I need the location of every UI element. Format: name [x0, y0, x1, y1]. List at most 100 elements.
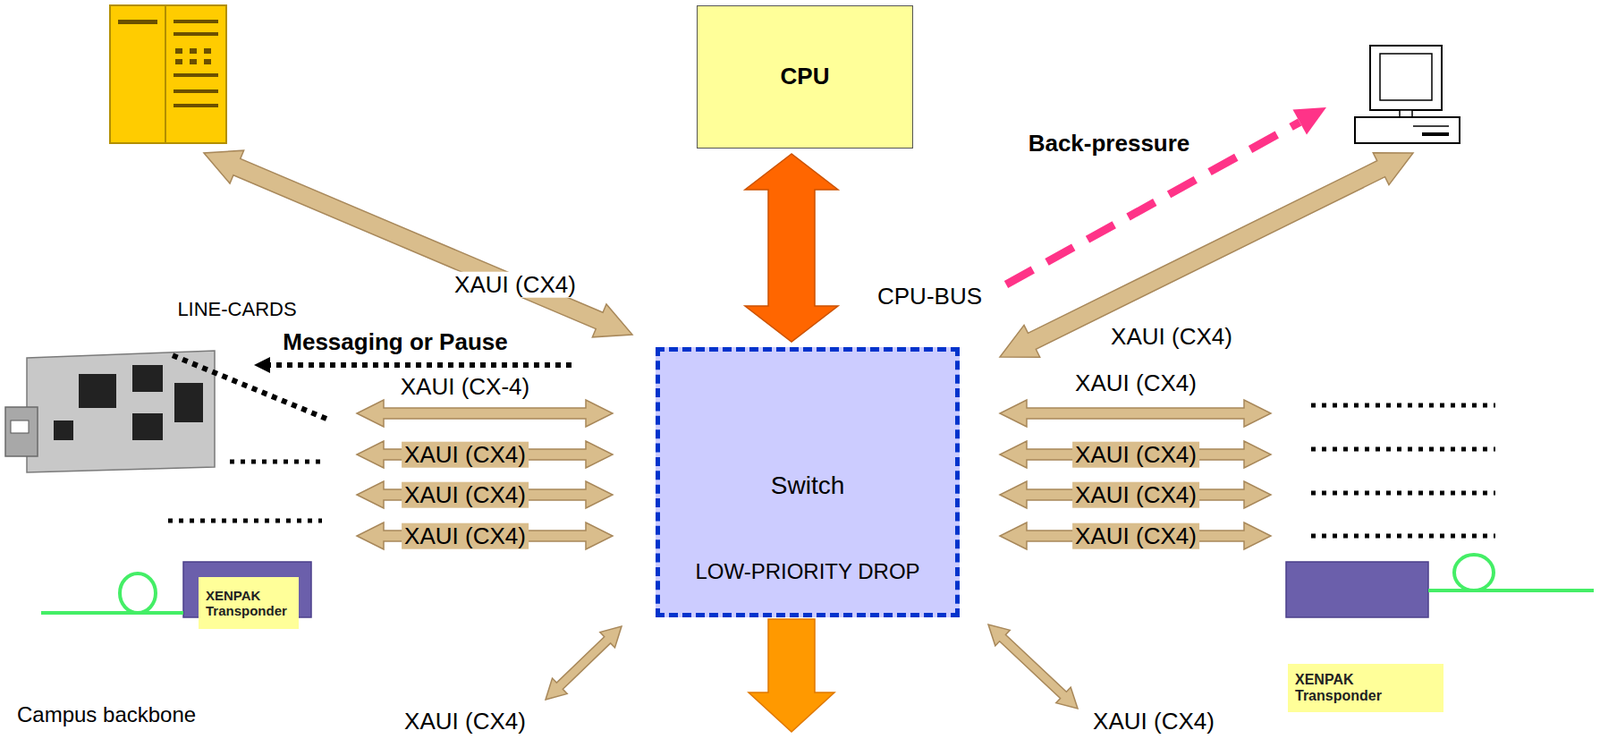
label-anchor: XAUI (CX4) — [451, 271, 579, 298]
label-anchor: XAUI (CX4) — [1108, 323, 1236, 350]
link-label: XAUI (CX4) — [401, 523, 529, 550]
link-label: XAUI (CX4) — [401, 482, 529, 508]
xaui-link-arrow — [545, 626, 622, 700]
label-anchor: Messaging or Pause — [279, 329, 510, 356]
node-title: XENPAK Transponder — [1295, 671, 1437, 705]
label-anchor: Campus backbone — [14, 702, 199, 727]
link-label: XAUI (CX4) — [401, 708, 529, 735]
switch-box: SwitchLOW-PRIORITY DROP — [655, 347, 960, 618]
xaui-link-arrow — [356, 481, 613, 508]
label-anchor: XAUI (CX4) — [401, 441, 529, 468]
label-anchor: LINE-CARDS — [174, 298, 299, 321]
link-label: XAUI (CX-4) — [397, 373, 533, 400]
node-title: XENPAK Transponder — [205, 587, 292, 619]
link-label: XAUI (CX4) — [1072, 441, 1200, 468]
dotted-filler — [229, 459, 322, 465]
xaui-link-arrow — [999, 481, 1271, 508]
link-label: XAUI (CX4) — [1090, 708, 1218, 735]
transponder-body — [1286, 561, 1429, 618]
xaui-link-arrow — [999, 440, 1271, 468]
pc-drive — [1413, 125, 1449, 127]
server-line — [173, 19, 219, 24]
server-body — [110, 5, 227, 144]
fiber-loop — [1454, 554, 1494, 591]
node-note: LOW-PRIORITY DROP — [668, 558, 947, 585]
signal-label: Messaging or Pause — [279, 329, 510, 356]
dotted-filler — [1311, 447, 1496, 452]
link-label: XAUI (CX4) — [1072, 482, 1200, 508]
dotted-filler — [1311, 533, 1496, 539]
server-led — [189, 48, 197, 54]
label-anchor: XAUI (CX4) — [401, 708, 529, 735]
server-led — [203, 59, 212, 65]
line-card-image — [5, 350, 215, 473]
edge-label-anchor: CPU-BUS — [874, 283, 985, 310]
link-label: XAUI (CX4) — [1072, 523, 1200, 550]
server-line — [173, 73, 219, 77]
label-anchor: Back-pressure — [1025, 130, 1194, 157]
card-bracket — [5, 406, 38, 457]
link-label: XAUI (CX4) — [1108, 323, 1236, 350]
link-label: XAUI (CX4) — [401, 441, 529, 468]
server-line — [173, 32, 219, 36]
pc-base — [1354, 117, 1460, 144]
card-board — [26, 350, 215, 473]
label-anchor: XAUI (CX-4) — [397, 373, 533, 400]
card-chip — [132, 364, 163, 392]
note-label: Campus backbone — [14, 702, 199, 727]
card-chip — [78, 373, 117, 408]
server-icon — [110, 5, 227, 144]
dotted-filler — [1311, 403, 1496, 408]
node-title: Switch — [668, 471, 947, 500]
bus-label: CPU-BUS — [874, 283, 985, 310]
signal-label: Back-pressure — [1025, 130, 1194, 157]
pause-dotted-leader — [169, 354, 327, 419]
server-led — [203, 48, 212, 54]
pause-dotted-line — [268, 362, 572, 368]
card-port — [10, 420, 29, 433]
link-label: XAUI (CX4) — [451, 271, 579, 298]
dotted-filler — [1311, 491, 1496, 496]
label-anchor: XAUI (CX4) — [1072, 482, 1200, 508]
transponder-label: XENPAK Transponder — [198, 576, 299, 629]
node-title: CPU — [706, 63, 904, 91]
server-led — [189, 59, 197, 65]
cpu-box: CPU — [696, 5, 914, 149]
fiber-line — [41, 610, 184, 615]
card-chip — [132, 413, 163, 441]
pc-drive — [1422, 132, 1449, 136]
monitor — [1370, 45, 1442, 111]
part-label: LINE-CARDS — [174, 298, 299, 321]
server-line — [173, 89, 219, 94]
label-anchor: XAUI (CX4) — [1090, 708, 1218, 735]
backpressure-dashed-line — [1006, 121, 1300, 285]
transponder-label: XENPAK Transponder — [1287, 663, 1444, 712]
xaui-link-arrow — [988, 624, 1078, 709]
server-divider — [164, 5, 167, 144]
bus-arrow — [744, 153, 839, 342]
server-line — [173, 103, 219, 108]
drop-arrow — [748, 618, 835, 732]
computer-icon — [1354, 45, 1460, 144]
link-label: XAUI (CX4) — [1072, 370, 1200, 397]
server-led — [175, 48, 183, 54]
label-anchor: XAUI (CX4) — [401, 482, 529, 508]
xaui-link-arrow — [356, 440, 613, 468]
fiber-loop — [119, 573, 156, 613]
backpressure-arrowhead — [1293, 107, 1327, 135]
dotted-filler — [168, 518, 322, 524]
fiber-line — [1428, 588, 1594, 593]
xaui-link-arrow — [356, 399, 613, 427]
card-chip — [174, 382, 204, 423]
screen — [1379, 53, 1432, 101]
server-led — [175, 59, 183, 65]
pause-arrowhead — [253, 356, 271, 373]
label-anchor: XAUI (CX4) — [1072, 523, 1200, 550]
xaui-link-arrow — [356, 522, 613, 550]
label-anchor: XAUI (CX4) — [1072, 370, 1200, 397]
label-anchor: XAUI (CX4) — [401, 523, 529, 550]
card-chip — [53, 420, 74, 441]
label-anchor: XAUI (CX4) — [1072, 441, 1200, 468]
xaui-link-arrow — [999, 399, 1271, 427]
